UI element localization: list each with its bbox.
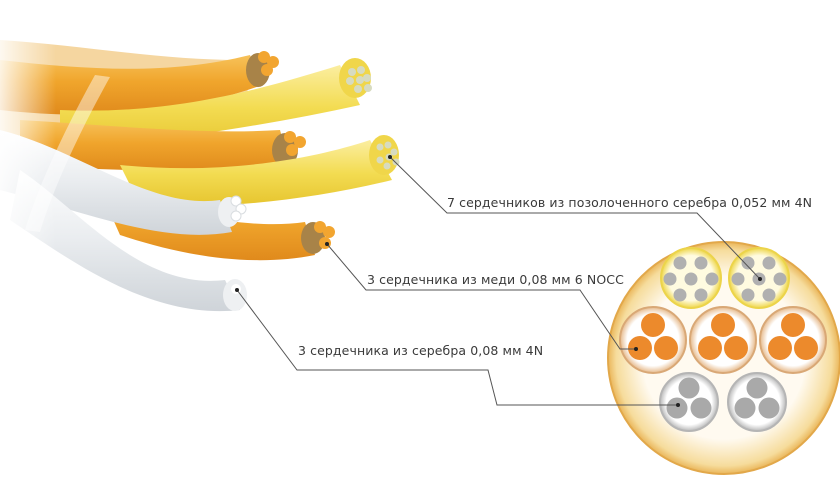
label-silver-cores: 3 сердечника из серебра 0,08 мм 4N (298, 343, 544, 358)
silver-bundle (727, 372, 787, 432)
copper-bundle (689, 306, 757, 374)
leader-line-gold-silver (389, 156, 761, 280)
cable-band (25, 75, 110, 232)
copper-core (323, 226, 335, 238)
leader-line-copper (326, 243, 636, 350)
silver-core (230, 210, 242, 222)
silver-core (230, 195, 242, 207)
copper-core (286, 144, 298, 156)
cross-section (607, 241, 840, 475)
copper-core (319, 237, 331, 249)
copper-core (314, 221, 326, 233)
leader-dots (235, 155, 762, 407)
gold-cores-1 (346, 66, 372, 93)
copper-bundle (619, 306, 687, 374)
copper-core (284, 131, 296, 143)
copper-core (294, 136, 306, 148)
cable-strands (0, 20, 400, 340)
silver-bundle (659, 372, 719, 432)
copper-bundle (759, 306, 827, 374)
copper-core (261, 64, 273, 76)
copper-core (258, 51, 270, 63)
silver-end-2 (223, 279, 247, 311)
label-gold-silver-cores: 7 сердечников из позолоченного серебра 0… (447, 195, 813, 210)
gold-silver-bundle (660, 247, 722, 309)
gold-strand-2 (120, 140, 392, 207)
label-copper-cores: 3 сердечника из меди 0,08 мм 6 NOCC (367, 272, 624, 287)
leader-line-silver (236, 289, 678, 406)
leader-lines (236, 156, 761, 406)
